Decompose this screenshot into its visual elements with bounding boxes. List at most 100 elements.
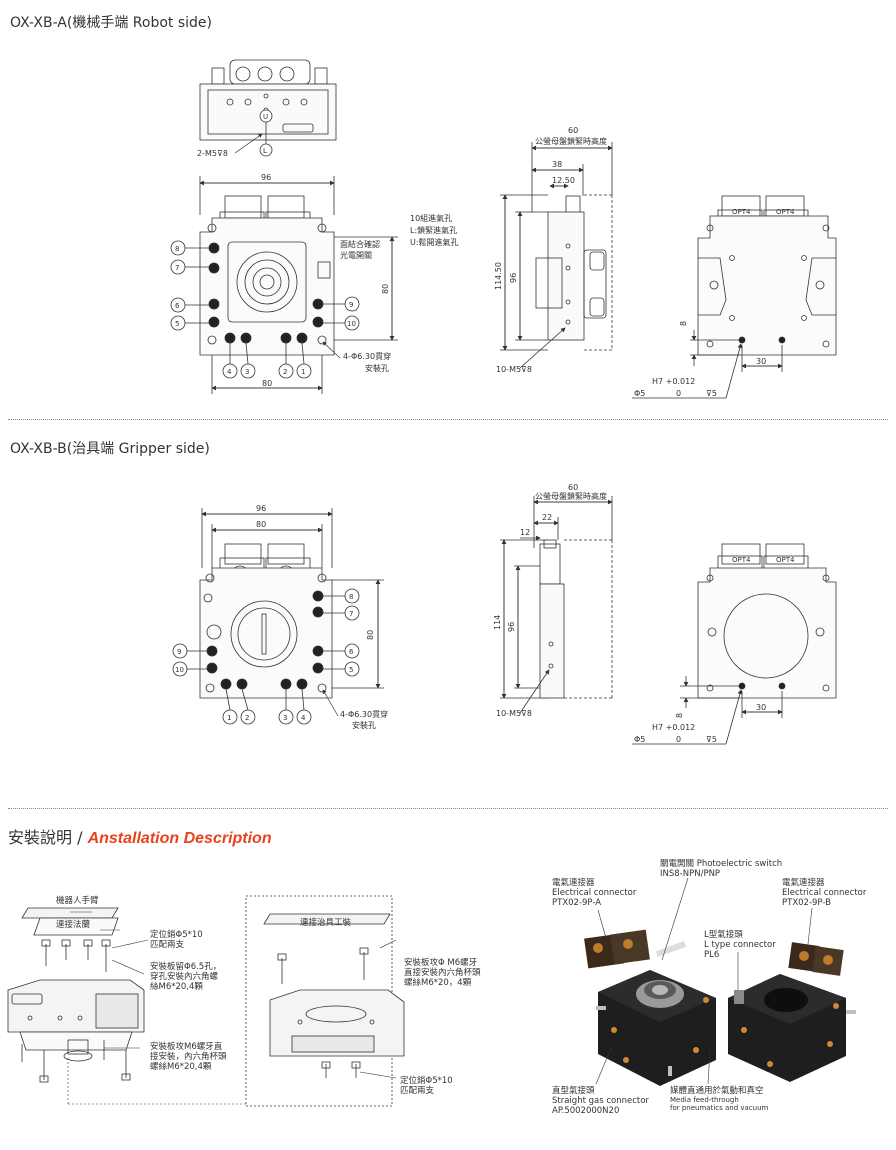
- b-m5-side: 10-M5⊽8: [496, 709, 532, 718]
- a-port-circles: [170, 240, 360, 379]
- divider-2: [8, 808, 888, 809]
- label-elec-b-en: Electrical connector: [782, 888, 867, 898]
- install-title-zh: 安裝說明 /: [8, 828, 88, 847]
- a-side-12-50: 12.50: [552, 176, 575, 185]
- install-title: 安裝說明 / Anstallation Description: [8, 824, 272, 848]
- a-tol-dia: Φ5: [634, 389, 645, 398]
- b-port-7: 7: [349, 610, 353, 618]
- b-port-6: 6: [349, 648, 354, 656]
- label-fixture: 連接治具工裝: [300, 918, 352, 928]
- a-top-width: 96: [261, 173, 271, 182]
- label-media-en2: for pneumatics and vacuum: [670, 1104, 769, 1112]
- label-plate-b-2: 直接安裝內六角杯頭: [404, 968, 481, 978]
- b-side-96: 96: [507, 622, 516, 632]
- label-ltype-en: L type connector: [704, 940, 776, 950]
- a-sensor-1: 面結合確認: [340, 239, 380, 249]
- b-port-9: 9: [177, 648, 181, 656]
- label-pin-a-1: 定位銷Φ5*10: [150, 930, 203, 940]
- label-pin-a-2: 匹配兩支: [150, 940, 185, 950]
- b-right-height: 80: [366, 630, 375, 640]
- a-side-114-50: 114.50: [494, 262, 503, 290]
- a-port-6: 6: [175, 302, 180, 310]
- a-sensor-2: 光電開關: [340, 250, 372, 260]
- a-side-96: 96: [509, 273, 518, 283]
- label-robot-arm: 機器人手臂: [56, 896, 99, 906]
- label-plate-a2-2: 接安裝，內六角杯頭: [150, 1052, 227, 1062]
- section-b-title: OX-XB-B(治具端 Gripper side): [10, 441, 210, 457]
- section-a-title: OX-XB-A(機械手端 Robot side): [10, 15, 213, 31]
- label-straight-zh: 直型氣接頭: [552, 1086, 595, 1096]
- u-label: U: [263, 113, 268, 121]
- gripper-side-view: [500, 496, 613, 714]
- label-pin-b-2: 匹配兩支: [400, 1086, 435, 1096]
- a-port-7: 7: [175, 264, 179, 272]
- a-tol: H7 +0.012: [652, 377, 695, 386]
- b-tol-depth: ⊽5: [706, 735, 717, 744]
- install-leaders: [67, 911, 397, 1105]
- a-bottom-width: 80: [262, 379, 272, 388]
- label-plate-a-3: 絲M6*20,4顆: [150, 982, 203, 992]
- m5-top-note: 2-M5⊽8: [197, 149, 228, 158]
- b-bot-30: 30: [756, 703, 766, 712]
- label-straight-model: AP.5002000N20: [552, 1106, 620, 1116]
- install-robot-assembly: [7, 907, 145, 1083]
- b-port-4: 4: [301, 714, 306, 722]
- b-port-10: 10: [175, 666, 184, 674]
- a-side-60: 60: [568, 126, 578, 135]
- b-tol: H7 +0.012: [652, 723, 695, 732]
- label-elec-b-model: PTX02-9P-B: [782, 898, 831, 908]
- b-tol-dia: Φ5: [634, 735, 645, 744]
- a-bot-8: 8: [679, 321, 688, 326]
- label-plate-a2-1: 安裝板攻M6螺牙直: [150, 1042, 223, 1052]
- label-plate-b-3: 螺絲M6*20，4顆: [404, 978, 472, 988]
- a-port-5: 5: [175, 320, 179, 328]
- b-bot-8: 8: [675, 713, 684, 718]
- b-side-22: 22: [542, 513, 552, 522]
- product-photo: [584, 929, 856, 1086]
- a-holes-u: U:鬆開進氣孔: [410, 237, 459, 247]
- a-holes-title: 10組進氣孔: [410, 213, 452, 223]
- install-gripper-assembly: [245, 895, 405, 1107]
- robot-side-view: [500, 142, 613, 369]
- b-side-60: 60: [568, 483, 578, 492]
- b-port-1: 1: [227, 714, 231, 722]
- b-tol-zero: 0: [676, 735, 681, 744]
- b-top-width: 96: [256, 504, 266, 513]
- a-tol-zero: 0: [676, 389, 681, 398]
- label-pin-b-1: 定位銷Φ5*10: [400, 1076, 453, 1086]
- b-port-8: 8: [349, 593, 353, 601]
- b-inner-width: 80: [256, 520, 266, 529]
- install-title-en: Anstallation Description: [87, 830, 272, 847]
- a-port-10: 10: [347, 320, 356, 328]
- b-side-60-note: 公螢母盤鎖緊時高度: [535, 491, 607, 501]
- b-side-12: 12: [520, 528, 530, 537]
- a-port-3: 3: [245, 368, 249, 376]
- b-mount-1: 4-Φ6.30貫穿: [340, 709, 388, 719]
- label-elec-a-model: PTX02-9P-A: [552, 898, 602, 908]
- u-l-markers: [259, 109, 273, 157]
- a-holes-l: L:鎖緊進氣孔: [410, 225, 457, 235]
- l-label: L: [263, 147, 267, 155]
- label-ltype-zh: L型氣接頭: [704, 930, 743, 940]
- a-port-1: 1: [301, 368, 305, 376]
- robot-back-view: [632, 195, 837, 399]
- a-mount-1: 4-Φ6.30貫穿: [343, 351, 391, 361]
- label-photo-switch: 關電開關 Photoelectric switch: [660, 859, 783, 869]
- label-media-zh: 媒體直通用於氣動和真空: [670, 1086, 764, 1096]
- label-flange: 連接法蘭: [56, 920, 91, 930]
- a-m5-side: 10-M5⊽8: [496, 365, 532, 374]
- gripper-back-view: [632, 543, 837, 745]
- a-back-logo-1: OPT4: [732, 208, 751, 216]
- a-back-logo-2: OPT4: [776, 208, 795, 216]
- label-elec-a-zh: 電氣連接器: [552, 878, 595, 888]
- b-port-2: 2: [245, 714, 249, 722]
- label-plate-a-1: 安裝板留Φ6.5孔，: [150, 962, 222, 972]
- a-side-38: 38: [552, 160, 562, 169]
- divider-1: [8, 419, 888, 420]
- photo-leaders: [595, 877, 813, 1085]
- label-elec-a-en: Electrical connector: [552, 888, 637, 898]
- a-port-8: 8: [175, 245, 179, 253]
- a-right-height: 80: [381, 284, 390, 294]
